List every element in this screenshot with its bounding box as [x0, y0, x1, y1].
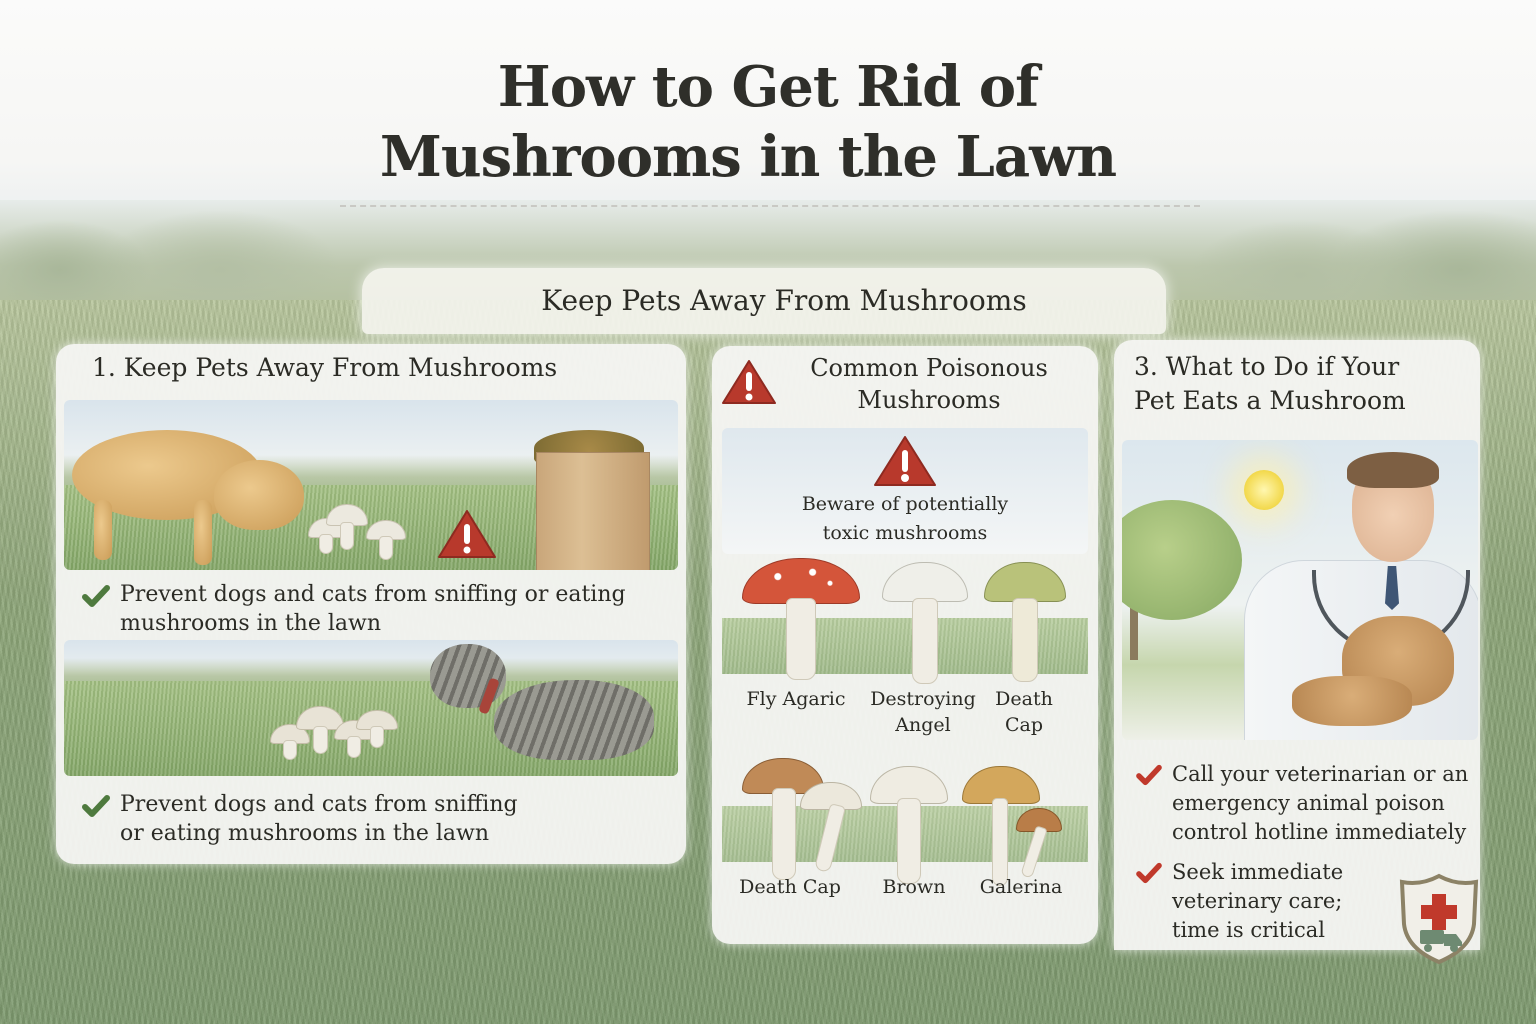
mushroom-label: Galerina — [979, 876, 1063, 898]
bullet-text-line: Seek immediate — [1172, 860, 1344, 884]
panel-poisonous-mushrooms: Common Poisonous Mushrooms Beware of pot… — [712, 346, 1098, 944]
panel3-title: 3. What to Do if Your Pet Eats a Mushroo… — [1134, 350, 1406, 418]
mushroom-label: Death Cap — [995, 688, 1053, 736]
panel3-bullet-1: Call your veterinarian or an emergency a… — [1136, 760, 1468, 847]
check-icon — [1136, 862, 1162, 884]
panel2-title-line2: Mushrooms — [857, 386, 1001, 414]
page-title-line2: Mushrooms in the Lawn — [379, 124, 1117, 190]
panel-what-to-do: 3. What to Do if Your Pet Eats a Mushroo… — [1114, 340, 1480, 950]
banner-label: Keep Pets Away From Mushrooms — [541, 284, 1027, 317]
tree-illustration — [1122, 500, 1242, 620]
check-icon — [82, 795, 110, 817]
cat-head — [430, 644, 506, 708]
mushroom-label: Fly Agaric — [746, 688, 846, 710]
mushroom-label: Destroying Angel — [870, 688, 976, 736]
bullet-text-line: or eating mushrooms in the lawn — [120, 821, 490, 846]
cat-scene-illustration — [64, 640, 678, 776]
vet-illustration — [1122, 440, 1478, 740]
panel1-title: 1. Keep Pets Away From Mushrooms — [92, 353, 558, 382]
sun-icon — [1244, 470, 1284, 510]
panel3-bullet-2: Seek immediate veterinary care; time is … — [1136, 858, 1343, 945]
section-banner: Keep Pets Away From Mushrooms — [362, 268, 1166, 334]
check-icon — [82, 585, 110, 607]
cat-illustration — [494, 680, 654, 760]
bullet-text-line: control hotline immediately — [1172, 820, 1467, 844]
page-title-line1: How to Get Rid of — [497, 54, 1039, 120]
mushroom-label: Brown — [882, 876, 946, 898]
bullet-text-line: time is critical — [1172, 918, 1326, 942]
bullet-text-line: Prevent dogs and cats from sniffing or e… — [120, 582, 626, 607]
bullet-text-line: emergency animal poison — [1172, 791, 1445, 815]
panel2-title: Common Poisonous Mushrooms — [774, 352, 1084, 416]
warning-icon — [722, 360, 776, 404]
panel-keep-pets-away: 1. Keep Pets Away From Mushrooms — [56, 344, 686, 864]
check-icon — [1136, 764, 1162, 786]
panel1-bullet-2: Prevent dogs and cats from sniffing or e… — [82, 790, 518, 848]
mushroom-label: Death Cap — [739, 876, 841, 898]
panel3-title-line1: 3. What to Do if Your — [1134, 352, 1400, 381]
leaf-bag-illustration — [536, 452, 650, 570]
dog-head — [214, 460, 304, 530]
panel2-title-line1: Common Poisonous — [810, 354, 1048, 382]
bullet-text-line: mushrooms in the lawn — [120, 611, 382, 636]
sky-background — [0, 0, 1536, 230]
warning-text: Beware of potentially toxic mushrooms — [801, 493, 1009, 544]
warning-icon — [438, 510, 496, 558]
bullet-text-line: Call your veterinarian or an — [1172, 762, 1469, 786]
dog-scene-illustration — [64, 400, 678, 570]
panel1-bullet-1: Prevent dogs and cats from sniffing or e… — [82, 580, 626, 638]
bullet-text-line: veterinary care; — [1172, 889, 1343, 913]
panel3-title-line2: Pet Eats a Mushroom — [1134, 386, 1406, 415]
shield-cross-ambulance-icon — [1399, 873, 1479, 964]
bullet-text-line: Prevent dogs and cats from sniffing — [120, 792, 518, 817]
warning-icon — [874, 436, 936, 486]
page-title: How to Get Rid of Mushrooms in the Lawn — [0, 52, 1536, 192]
title-divider — [340, 205, 1200, 207]
